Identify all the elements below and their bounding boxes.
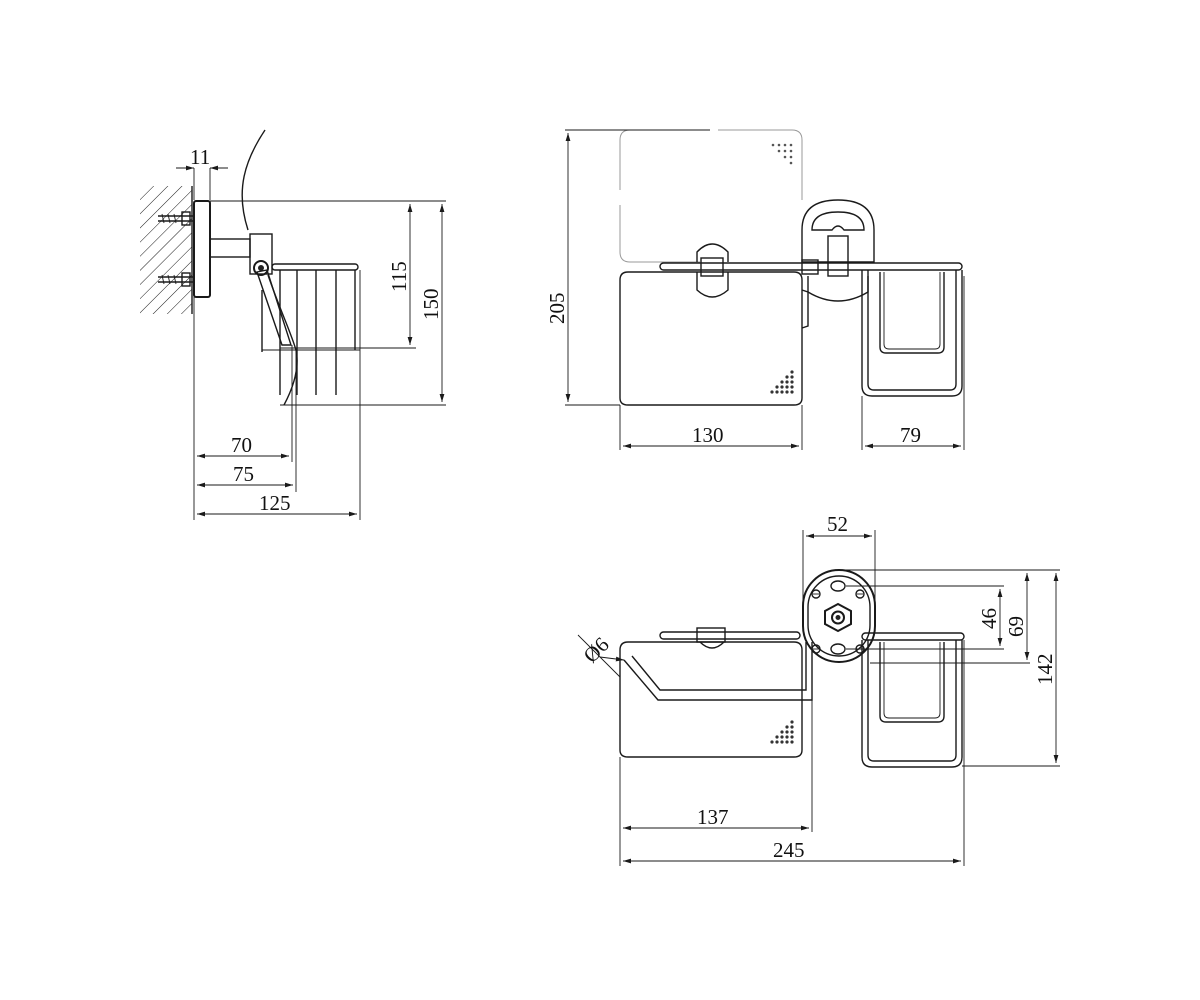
dots-pattern-icon	[771, 143, 793, 165]
dim-depth-70: 70	[231, 433, 252, 457]
dots-pattern-icon	[770, 370, 794, 394]
dim-hole-46: 46	[977, 608, 1001, 629]
wall-hatch	[140, 186, 192, 314]
wall-plate	[193, 200, 211, 298]
dim-plate-width: 52	[827, 512, 848, 536]
hex-nut-icon	[824, 602, 852, 633]
dim-width-245: 245	[773, 838, 805, 862]
dots-pattern-icon	[770, 720, 794, 744]
dim-height-upper: 115	[387, 261, 411, 292]
dim-basket-width: 79	[900, 423, 921, 447]
dim-height-total: 150	[419, 289, 443, 321]
screw-icon	[158, 211, 194, 226]
dim-paper-width: 130	[692, 423, 724, 447]
dim-depth-75: 75	[233, 462, 254, 486]
side-view: 11 115 150 70 75 125	[140, 129, 446, 520]
screw-icon	[158, 272, 194, 287]
dim-diameter: Ø6	[579, 632, 614, 667]
dim-width-137: 137	[697, 805, 729, 829]
top-view: Ø6 52 46 69 142 137 245	[577, 512, 1060, 866]
dim-wall-offset: 11	[190, 145, 210, 169]
dim-front-height: 205	[545, 293, 569, 325]
front-view: 205 130 79	[545, 129, 965, 450]
side-basket-wires	[261, 270, 356, 395]
dim-total-height: 142	[1033, 654, 1057, 686]
dim-hole-69: 69	[1004, 616, 1028, 637]
dim-depth-125: 125	[259, 491, 291, 515]
